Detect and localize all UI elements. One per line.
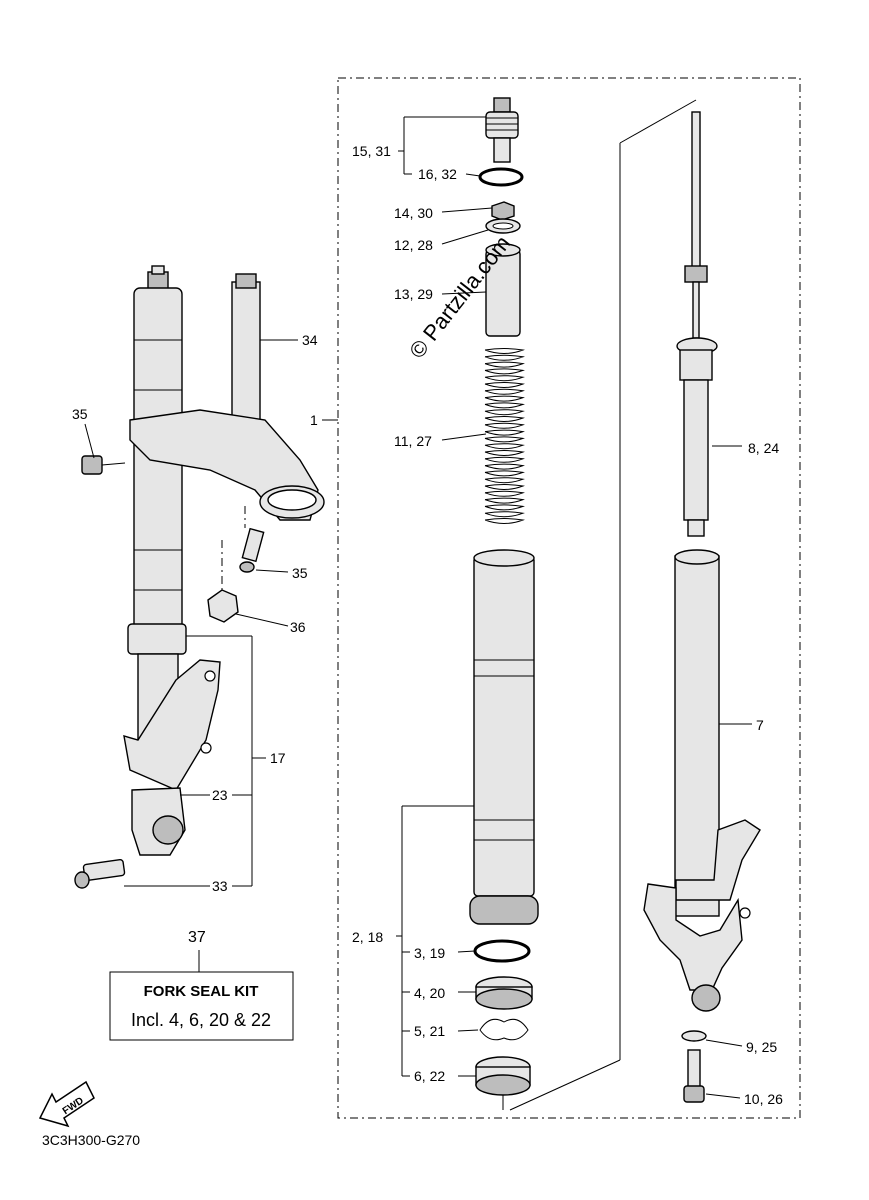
label-5-21: 5, 21 — [414, 1023, 445, 1039]
label-34: 34 — [302, 332, 318, 348]
label-16-32: 16, 32 — [418, 166, 457, 182]
label-2-18: 2, 18 — [352, 929, 383, 945]
label-7: 7 — [756, 717, 764, 733]
fork-seal-kit-box: FORK SEAL KIT Incl. 4, 6, 20 & 22 — [109, 950, 294, 1041]
kit-title: FORK SEAL KIT — [144, 983, 259, 1000]
center-exploded-parts — [469, 97, 539, 1110]
label-37: 37 — [188, 929, 206, 946]
label-6-22: 6, 22 — [414, 1068, 445, 1084]
label-15-31: 15, 31 — [352, 143, 391, 159]
label-11-27: 11, 27 — [394, 433, 432, 449]
label-13-29: 13, 29 — [394, 286, 433, 302]
assembled-fork — [74, 265, 325, 889]
label-1: 1 — [310, 412, 318, 428]
label-17: 17 — [270, 750, 286, 766]
label-35-left: 35 — [72, 406, 88, 422]
right-leader-lines — [396, 99, 752, 1111]
left-leader-lines — [84, 339, 338, 887]
assembly-boundary — [337, 77, 801, 1119]
fork-spring — [484, 346, 525, 530]
right-exploded-parts — [643, 111, 761, 1103]
label-14-30: 14, 30 — [394, 205, 433, 221]
fwd-arrow-icon: FWD — [38, 1080, 95, 1128]
label-35-lower: 35 — [292, 565, 308, 581]
label-4-20: 4, 20 — [414, 985, 445, 1001]
label-33: 33 — [212, 878, 228, 894]
label-12-28: 12, 28 — [394, 237, 433, 253]
kit-contents: Incl. 4, 6, 20 & 22 — [131, 1010, 271, 1030]
diagram-code: 3C3H300-G270 — [42, 1132, 140, 1148]
label-8-24: 8, 24 — [748, 440, 779, 456]
part-labels: 1 2, 18 3, 19 4, 20 5, 21 6, 22 7 8, 24 … — [72, 143, 783, 1107]
label-10-26: 10, 26 — [744, 1091, 783, 1107]
label-36: 36 — [290, 619, 306, 635]
label-3-19: 3, 19 — [414, 945, 445, 961]
label-23: 23 — [212, 787, 228, 803]
label-9-25: 9, 25 — [746, 1039, 777, 1055]
